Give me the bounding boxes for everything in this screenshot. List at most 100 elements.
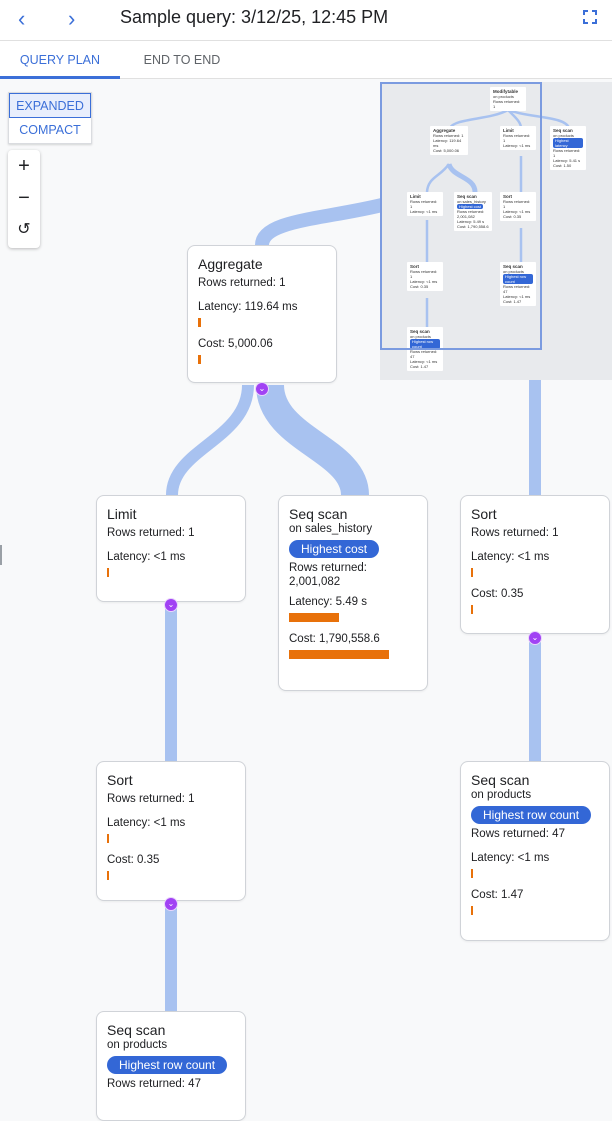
latency: Latency: 119.64 ms	[198, 301, 298, 313]
table-name: on products	[471, 789, 532, 801]
zoom-in-button[interactable]: +	[18, 155, 30, 177]
minimap-node-line: Rows returned: 47	[503, 284, 531, 294]
minimap-node-title: Seq scan	[553, 128, 573, 133]
minimap-node-line: Latency: <1 ms	[410, 279, 438, 284]
node-sort-left[interactable]: Sort Rows returned: 1 Latency: <1 ms Cos…	[96, 761, 246, 901]
header: ‹ › Sample query: 3/12/25, 12:45 PM	[0, 0, 612, 41]
node-title: Seq scan	[289, 506, 348, 522]
node-seqscan-products-right[interactable]: Seq scan on products Highest row count R…	[460, 761, 610, 941]
compact-button[interactable]: COMPACT	[19, 123, 81, 137]
minimap-node-title: Limit	[410, 194, 421, 199]
rows-returned: Rows returned: 47	[471, 828, 565, 840]
minimap-node-line: Rows returned: 47	[410, 349, 438, 359]
node-limit[interactable]: Limit Rows returned: 1 Latency: <1 ms	[96, 495, 246, 602]
minimap-node-line: Cost: 1,790,558.6	[457, 224, 489, 229]
fullscreen-icon[interactable]	[583, 10, 597, 24]
status-badge: Highest cost	[289, 540, 380, 558]
minimap-node-line: on products	[503, 269, 524, 274]
node-seqscan-sales-history[interactable]: Seq scan on sales_history Highest cost R…	[278, 495, 428, 691]
chevron-down-icon[interactable]: ⌄	[255, 382, 269, 396]
resize-handle[interactable]	[0, 545, 2, 565]
chevron-right-icon[interactable]: ›	[68, 6, 76, 31]
rows-returned: Rows returned: 1	[471, 527, 559, 539]
rows-returned-value: 2,001,082	[289, 576, 341, 588]
node-sort-right[interactable]: Sort Rows returned: 1 Latency: <1 ms Cos…	[460, 495, 610, 634]
minimap-node-line: Latency: 5.49 s	[457, 219, 485, 224]
minimap-node-line: Cost: 5,000.06	[433, 148, 460, 153]
cost-bar	[471, 605, 473, 614]
cost: Cost: 0.35	[107, 854, 160, 866]
minimap-node-line: on products	[493, 94, 514, 99]
latency-bar	[198, 318, 201, 327]
minimap-node-line: Latency: <1 ms	[503, 294, 531, 299]
minimap-node-line: on sales_history	[457, 199, 486, 204]
minimap-node-line: Latency: <1 ms	[410, 209, 438, 214]
cost: Cost: 5,000.06	[198, 338, 273, 350]
cost: Cost: 1.47	[471, 889, 524, 901]
minimap-node-line: Latency: 119.64 ms	[433, 138, 462, 148]
node-seqscan-products-bottom[interactable]: Seq scan on products Highest row count R…	[96, 1011, 246, 1121]
cost-bar	[198, 355, 201, 364]
minimap-node-line: on products	[553, 133, 574, 138]
node-title: Seq scan	[471, 772, 530, 788]
latency-bar	[107, 834, 109, 843]
minimap-node-line: Cost: 0.35	[410, 284, 429, 289]
minimap-node-line: Cost: 0.35	[503, 214, 522, 219]
tab-end-to-end[interactable]: END TO END	[143, 53, 221, 67]
chevron-down-icon[interactable]: ⌄	[164, 897, 178, 911]
zoom-out-button[interactable]: −	[18, 187, 30, 209]
minimap-node-line: Rows returned: 1	[553, 148, 581, 158]
minimap-node-line: Highest cost	[457, 204, 484, 209]
minimap-node-title: Seq scan	[410, 329, 430, 334]
cost-bar	[107, 871, 109, 880]
latency-bar	[107, 568, 109, 577]
cost: Cost: 1,790,558.6	[289, 633, 380, 645]
edge-aggregate-limit	[166, 384, 254, 496]
cost: Cost: 0.35	[471, 588, 524, 600]
chevron-down-icon[interactable]: ⌄	[528, 631, 542, 645]
minimap-node-line: Rows returned: 2,001,082	[457, 209, 485, 219]
latency-bar	[471, 568, 473, 577]
view-toggle: EXPANDED COMPACT	[8, 92, 92, 144]
node-title: Sort	[107, 772, 133, 788]
minimap-edges	[425, 108, 571, 327]
chevron-down-icon[interactable]: ⌄	[164, 598, 178, 612]
rows-returned: Rows returned: 1	[198, 277, 286, 289]
minimap-node-line: Latency: <1 ms	[503, 143, 531, 148]
minimap-node-line: Rows returned: 1	[493, 99, 521, 109]
latency: Latency: <1 ms	[471, 852, 550, 864]
tab-query-plan[interactable]: QUERY PLAN	[0, 41, 120, 79]
latency: Latency: <1 ms	[471, 551, 550, 563]
minimap-node-line: Rows returned: 1	[410, 269, 438, 279]
minimap-node-title: Limit	[503, 128, 514, 133]
zoom-controls: + − ↺	[8, 150, 40, 248]
latency-bar	[289, 613, 339, 622]
minimap-node-line: Highest row count	[410, 339, 440, 349]
minimap-node-line: Latency: 5.41 s	[553, 158, 581, 163]
minimap-node-line: Rows returned: 1	[433, 133, 464, 138]
latency: Latency: <1 ms	[107, 817, 186, 829]
rows-returned: Rows returned: 47	[107, 1078, 201, 1090]
minimap-node-line: Rows returned: 1	[410, 199, 438, 209]
edge-modifytable-aggregate	[255, 196, 392, 247]
cost-bar	[471, 906, 473, 915]
minimap-viewport[interactable]	[380, 82, 542, 350]
expanded-button[interactable]: EXPANDED	[9, 93, 91, 118]
plan-canvas[interactable]: EXPANDED COMPACT + − ↺ Aggregate Rows re…	[0, 79, 612, 1121]
status-badge: Highest row count	[107, 1056, 228, 1074]
minimap-node-line: Rows returned: 1	[503, 199, 531, 209]
node-aggregate[interactable]: Aggregate Rows returned: 1 Latency: 119.…	[187, 245, 337, 383]
chevron-left-icon[interactable]: ‹	[18, 6, 26, 31]
minimap-node-title: Seq scan	[457, 194, 477, 199]
minimap-node-line: Latency: <1 ms	[410, 359, 438, 364]
reset-zoom-button[interactable]: ↺	[17, 221, 31, 238]
cost-bar	[289, 650, 389, 659]
table-name: on sales_history	[289, 523, 373, 535]
